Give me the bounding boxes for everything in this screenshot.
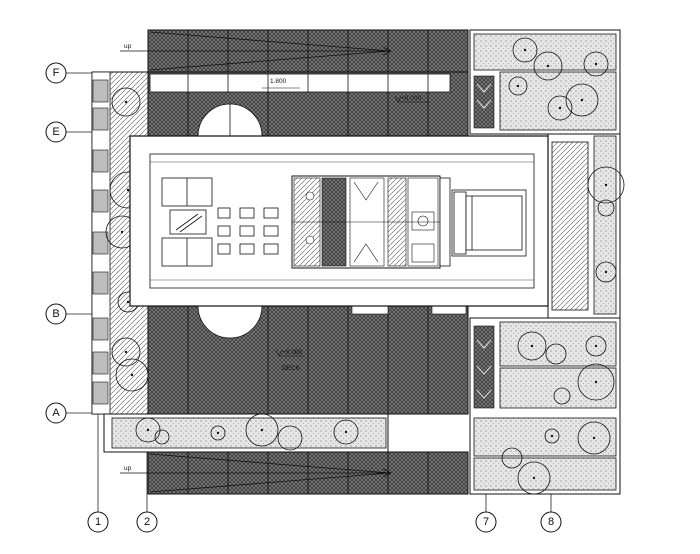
- bottom-stair-label: up: [124, 465, 132, 472]
- bottom-stair: up: [120, 451, 469, 495]
- grid-bubble-row-e: E: [45, 121, 67, 143]
- east-planter-bottom: [469, 317, 621, 495]
- living-furniture: [161, 177, 279, 267]
- grid-bubble-row-b: B: [45, 303, 67, 325]
- middle-level-mark: +0.000: [401, 95, 421, 102]
- top-stair-label: up: [124, 43, 132, 50]
- east-planter-side: [547, 133, 625, 319]
- svg-text:B: B: [52, 308, 59, 320]
- svg-text:1: 1: [95, 516, 101, 528]
- svg-text:7: 7: [483, 516, 489, 528]
- grid-bubble-row-a: A: [45, 402, 67, 424]
- kitchen-bath-core: [291, 175, 441, 269]
- east-steps: [473, 75, 495, 409]
- grid-bubble-col-7: 7: [475, 511, 497, 533]
- grid-bubble-col-8: 8: [540, 511, 562, 533]
- deck-label: DECK: [282, 365, 301, 372]
- south-planter: [103, 413, 389, 453]
- bedroom-bed: [439, 177, 527, 267]
- top-deck: 1.800 +0.000: [147, 71, 469, 137]
- bottom-deck: +0.000 DECK: [147, 305, 469, 415]
- east-planter-top: [469, 29, 621, 135]
- svg-text:8: 8: [548, 516, 554, 528]
- svg-text:2: 2: [144, 516, 150, 528]
- svg-text:E: E: [52, 126, 59, 138]
- lower-level-mark: +0.000: [282, 349, 302, 356]
- svg-text:A: A: [52, 407, 60, 419]
- top-stair: up: [120, 29, 469, 73]
- svg-text:F: F: [53, 67, 60, 79]
- grid-bubble-col-2: 2: [136, 511, 158, 533]
- upper-level-mark: 1.800: [270, 78, 287, 85]
- grid-bubble-row-f: F: [45, 62, 67, 84]
- grid-bubble-col-1: 1: [87, 511, 109, 533]
